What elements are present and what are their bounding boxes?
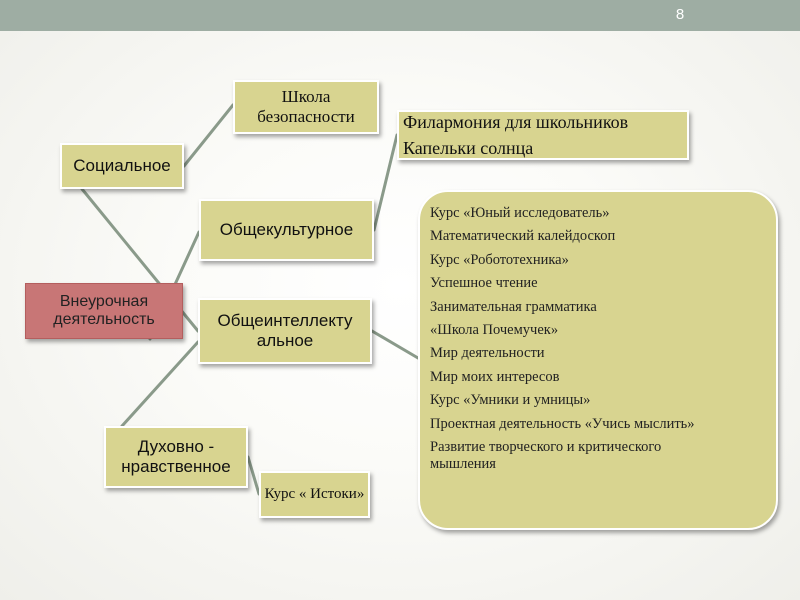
connector-spirit-intel — [120, 340, 200, 428]
root-node-label: Внеурочная деятельность — [53, 292, 155, 328]
connector-spirit-istoki — [246, 455, 261, 496]
node-general-cultural-label: Общекультурное — [219, 220, 354, 240]
course-item: Курс «Умники и умницы» — [430, 392, 591, 409]
course-item: Занимательная грамматика — [430, 298, 597, 315]
node-spiritual-moral-label: Духовно - нравственное — [121, 437, 231, 476]
course-item: Развитие творческого и критического мышл… — [430, 438, 662, 473]
course-item: «Школа Почемучек» — [430, 321, 559, 338]
course-item: Курс «Юный исследователь» — [430, 205, 610, 221]
slide-number: 8 — [675, 6, 685, 23]
course-item: Математический калейдоскоп — [430, 228, 616, 245]
node-spiritual-moral: Духовно - нравственное — [104, 426, 248, 488]
course-item: Курс «Робототехника» — [430, 251, 569, 268]
node-safety-school-label: Школа безопасности — [257, 87, 355, 126]
slide-header-bar: 8 — [0, 0, 800, 31]
connector-culture-phil — [372, 133, 399, 232]
node-general-cultural: Общекультурное — [199, 199, 374, 261]
connector-social-school — [182, 103, 235, 168]
node-general-intellectual: Общеинтеллекту альное — [198, 298, 372, 364]
connector-intel-courses — [370, 329, 420, 360]
root-node-extracurricular: Внеурочная деятельность — [25, 283, 183, 339]
node-general-intellectual-label: Общеинтеллекту альное — [217, 311, 353, 350]
node-istoki-course: Курс « Истоки» — [259, 471, 370, 518]
cultural-activity-item: Капельки солнца — [403, 138, 534, 158]
node-social: Социальное — [60, 143, 184, 189]
node-intellectual-courses-list: Курс «Юный исследователь» Математический… — [418, 190, 778, 530]
course-item: Проектная деятельность «Учись мыслить» — [430, 415, 695, 432]
course-item: Мир моих интересов — [430, 368, 560, 385]
node-istoki-course-label: Курс « Истоки» — [264, 485, 365, 502]
node-social-label: Социальное — [73, 156, 171, 176]
node-cultural-activities: Филармония для школьников Капельки солнц… — [397, 110, 689, 160]
course-item: Успешное чтение — [430, 275, 538, 292]
node-safety-school: Школа безопасности — [233, 80, 379, 134]
course-item: Мир деятельности — [430, 345, 545, 362]
cultural-activity-item: Филармония для школьников — [403, 111, 629, 132]
